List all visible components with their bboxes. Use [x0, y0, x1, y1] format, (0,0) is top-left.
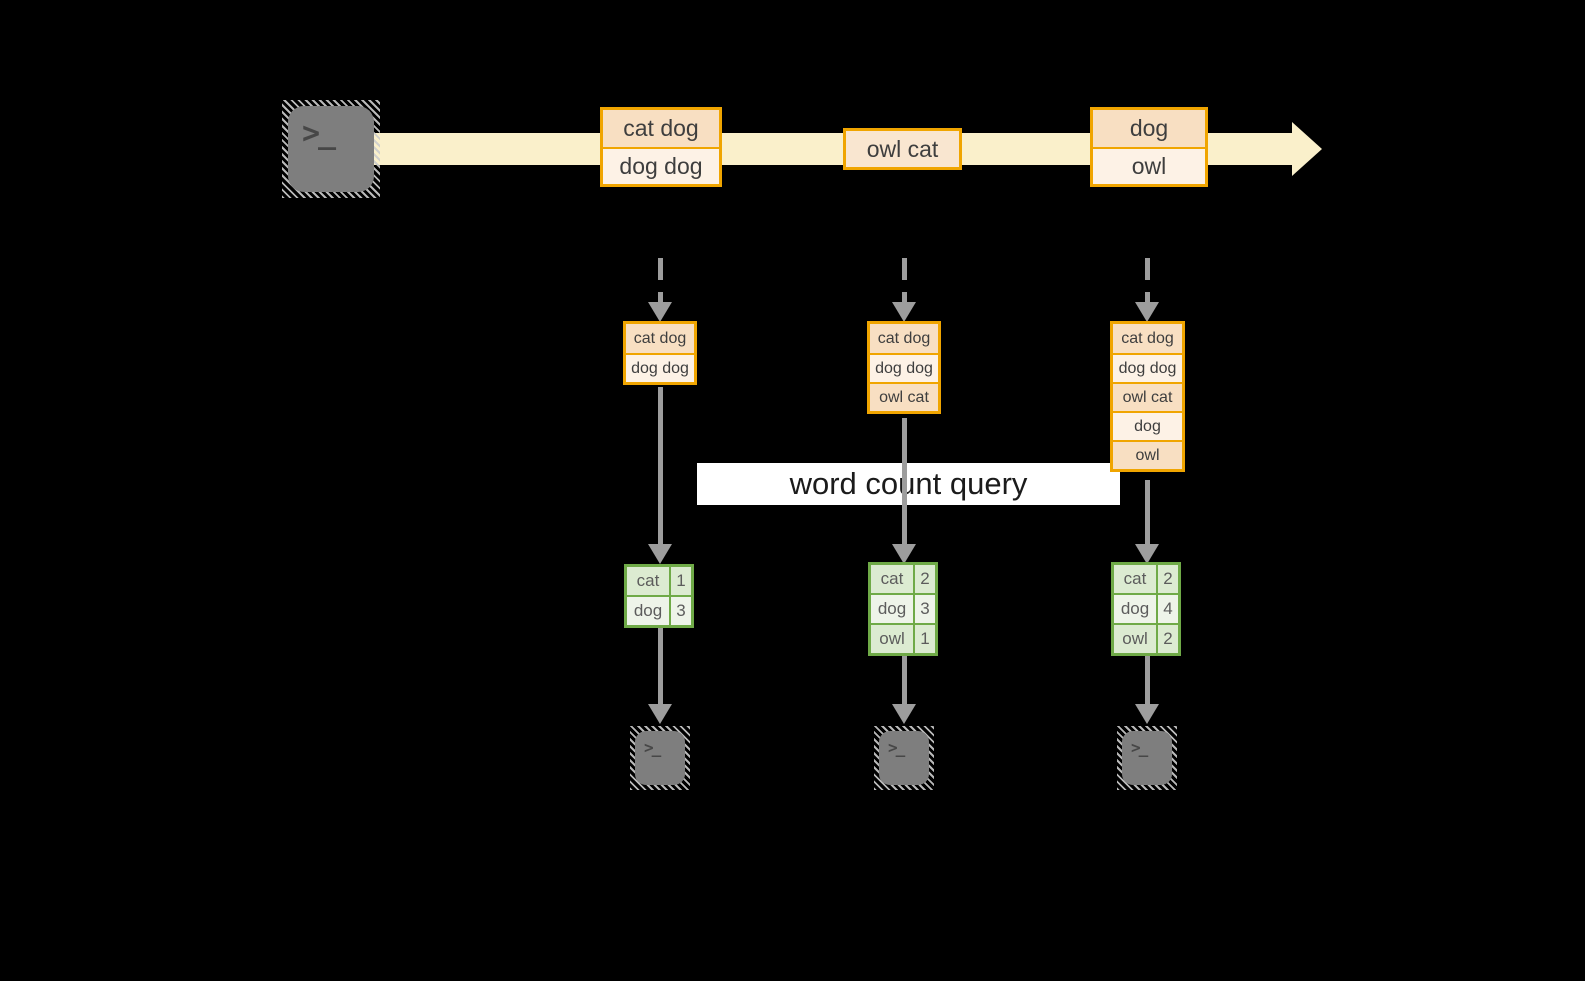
- buffer-row: cat dog: [1113, 324, 1182, 353]
- ingest-arrowhead-icon-2: [892, 302, 916, 322]
- terminal-prompt-glyph: >_: [888, 738, 905, 757]
- query-label-banner: word count query: [697, 463, 1120, 505]
- sink-terminal-icon-1: >_: [630, 726, 690, 790]
- buffer-text: owl cat: [879, 388, 929, 406]
- event-text: owl cat: [866, 135, 939, 162]
- count-cell: 4: [1156, 595, 1178, 623]
- word-cell: dog: [1114, 595, 1156, 623]
- count-row: owl 2: [1114, 623, 1178, 653]
- count-table-3: cat 2 dog 4 owl 2: [1111, 562, 1181, 656]
- stream-arrowhead-icon: [1292, 122, 1322, 176]
- output-arrowhead-icon-1: [648, 704, 672, 724]
- stream-event-line: cat dog: [603, 110, 719, 147]
- count-row: dog 4: [1114, 593, 1178, 623]
- buffer-row: owl cat: [870, 382, 938, 411]
- buffer-text: owl cat: [1122, 388, 1173, 406]
- count-cell: 2: [1156, 625, 1178, 653]
- query-arrowhead-icon-1: [648, 544, 672, 564]
- word-cell: dog: [871, 595, 913, 623]
- count-cell: 3: [669, 597, 691, 625]
- count-row: dog 3: [627, 595, 691, 625]
- event-text: dog dog: [619, 153, 703, 179]
- terminal-screen: >_: [635, 731, 685, 785]
- count-cell: 1: [913, 625, 935, 653]
- buffer-row: dog dog: [626, 353, 694, 382]
- output-arrow-line-3: [1145, 656, 1150, 704]
- sink-terminal-icon-3: >_: [1117, 726, 1177, 790]
- event-text: owl: [1131, 153, 1167, 179]
- ingest-arrow-dashed-2: [902, 258, 907, 302]
- buffer-row: dog dog: [870, 353, 938, 382]
- terminal-screen: >_: [879, 731, 929, 785]
- count-cell: 1: [669, 567, 691, 595]
- query-arrow-line-3: [1145, 480, 1150, 544]
- terminal-screen: >_: [288, 106, 374, 192]
- output-arrow-line-1: [658, 628, 663, 704]
- buffer-row: dog: [1113, 411, 1182, 440]
- buffer-box-3: cat dog dog dog owl cat dog owl: [1110, 321, 1185, 472]
- terminal-prompt-glyph: >_: [644, 738, 661, 757]
- buffer-text: dog: [1134, 417, 1161, 435]
- count-row: cat 1: [627, 567, 691, 595]
- stream-event-box-3: dog owl: [1090, 107, 1208, 187]
- buffer-row: owl cat: [1113, 382, 1182, 411]
- count-cell: 2: [913, 565, 935, 593]
- buffer-text: cat dog: [1121, 329, 1174, 347]
- stream-event-line: dog: [1093, 110, 1205, 147]
- word-cell: owl: [871, 625, 913, 653]
- count-row: cat 2: [871, 565, 935, 593]
- stream-event-box-1: cat dog dog dog: [600, 107, 722, 187]
- stream-event-line: owl: [1093, 147, 1205, 184]
- count-table-1: cat 1 dog 3: [624, 564, 694, 628]
- output-arrowhead-icon-3: [1135, 704, 1159, 724]
- buffer-row: dog dog: [1113, 353, 1182, 382]
- event-text: dog: [1129, 115, 1169, 141]
- word-cell: owl: [1114, 625, 1156, 653]
- terminal-prompt-glyph: >_: [302, 116, 336, 151]
- buffer-text: dog dog: [1118, 359, 1177, 377]
- query-arrow-line-1: [658, 387, 663, 544]
- event-text: cat dog: [623, 115, 699, 141]
- query-arrow-line-2: [902, 418, 907, 544]
- count-cell: 3: [913, 595, 935, 623]
- count-cell: 2: [1156, 565, 1178, 593]
- word-cell: cat: [1114, 565, 1156, 593]
- count-row: cat 2: [1114, 565, 1178, 593]
- output-arrowhead-icon-2: [892, 704, 916, 724]
- count-table-2: cat 2 dog 3 owl 1: [868, 562, 938, 656]
- buffer-box-2: cat dog dog dog owl cat: [867, 321, 941, 414]
- buffer-row: cat dog: [870, 324, 938, 353]
- stream-event-line: dog dog: [603, 147, 719, 184]
- ingest-arrowhead-icon-1: [648, 302, 672, 322]
- query-arrowhead-icon-3: [1135, 544, 1159, 564]
- buffer-row: cat dog: [626, 324, 694, 353]
- ingest-arrow-dashed-1: [658, 258, 663, 302]
- buffer-row: owl: [1113, 440, 1182, 469]
- count-row: owl 1: [871, 623, 935, 653]
- ingest-arrow-dashed-3: [1145, 258, 1150, 302]
- buffer-text: cat dog: [877, 329, 931, 347]
- word-cell: cat: [627, 567, 669, 595]
- terminal-screen: >_: [1122, 731, 1172, 785]
- output-arrow-line-2: [902, 656, 907, 704]
- ingest-arrowhead-icon-3: [1135, 302, 1159, 322]
- word-cell: dog: [627, 597, 669, 625]
- source-terminal-icon: >_: [282, 100, 380, 198]
- stream-event-box-2: owl cat: [843, 128, 962, 170]
- buffer-text: dog dog: [875, 359, 933, 377]
- stream-event-line: owl cat: [846, 131, 959, 167]
- count-row: dog 3: [871, 593, 935, 623]
- buffer-text: cat dog: [633, 329, 687, 347]
- terminal-prompt-glyph: >_: [1131, 738, 1148, 757]
- word-cell: cat: [871, 565, 913, 593]
- buffer-text: dog dog: [631, 359, 689, 377]
- query-arrowhead-icon-2: [892, 544, 916, 564]
- buffer-text: owl: [1135, 446, 1160, 464]
- sink-terminal-icon-2: >_: [874, 726, 934, 790]
- buffer-box-1: cat dog dog dog: [623, 321, 697, 385]
- query-label: word count query: [789, 466, 1028, 501]
